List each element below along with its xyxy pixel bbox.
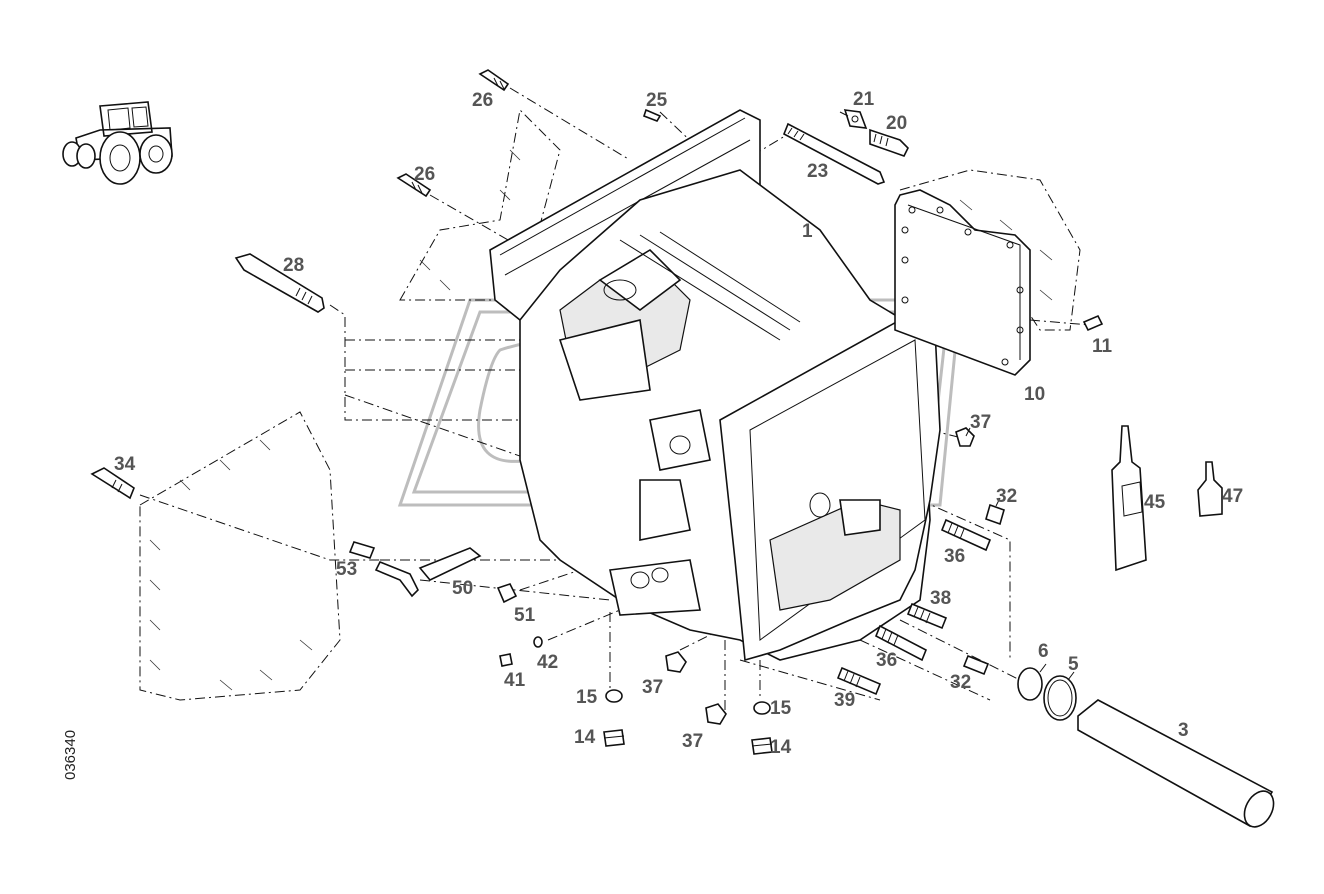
label-26-top: 26 (472, 90, 493, 111)
label-21: 21 (853, 89, 875, 110)
label-37-lower: 37 (682, 731, 703, 752)
label-11: 11 (1092, 336, 1113, 357)
plug-14-left (603, 729, 625, 747)
label-15-left: 15 (576, 687, 598, 708)
leader-lines (839, 111, 1075, 681)
label-36-upper: 36 (944, 546, 965, 567)
adapter-53 (348, 541, 376, 559)
label-38: 38 (930, 588, 951, 609)
bottle-47 (1197, 461, 1223, 517)
label-34: 34 (114, 454, 136, 475)
sensor-50 (374, 547, 482, 598)
label-47: 47 (1222, 486, 1243, 507)
sealant-tube-45 (1111, 425, 1147, 572)
stud-36-upper (940, 518, 992, 552)
label-20: 20 (886, 113, 907, 134)
label-26-mid: 26 (414, 164, 435, 185)
label-50: 50 (452, 578, 473, 599)
label-25: 25 (646, 90, 668, 111)
label-45: 45 (1144, 492, 1166, 513)
label-32-upper: 32 (996, 486, 1017, 507)
bolt-26-top (478, 69, 510, 92)
label-6: 6 (1038, 641, 1049, 662)
dowel-32-lower (962, 654, 990, 676)
stud-39 (836, 666, 882, 696)
label-32-lower: 32 (950, 672, 971, 693)
bolt-34 (90, 467, 135, 500)
bolt-20 (869, 128, 909, 157)
seal-ring-15-left (605, 689, 623, 703)
label-53: 53 (336, 559, 357, 580)
seal-ring-15-right (753, 701, 771, 715)
tractor-icon (62, 101, 173, 185)
nut-37-right (955, 427, 975, 447)
plug-14-right (751, 737, 773, 755)
label-1: 1 (802, 221, 813, 242)
transmission-housing (489, 109, 941, 662)
label-39: 39 (834, 690, 855, 711)
nut-37-mid (665, 651, 687, 673)
label-3: 3 (1178, 720, 1189, 741)
label-5: 5 (1068, 654, 1079, 675)
label-41: 41 (504, 670, 526, 691)
stud-38 (906, 602, 948, 630)
plug-51 (496, 583, 518, 604)
bolt-26-mid (396, 173, 432, 198)
label-10: 10 (1024, 384, 1045, 405)
ghost-cover-left (139, 411, 341, 701)
pin-25 (642, 108, 662, 122)
label-51: 51 (514, 605, 536, 626)
label-23: 23 (807, 161, 828, 182)
washer-21 (843, 109, 868, 129)
label-14-right: 14 (770, 737, 792, 758)
drawing-number: 036340 (62, 730, 79, 780)
label-28: 28 (283, 255, 304, 276)
bolt-11 (1082, 314, 1104, 332)
plug-41 (499, 653, 513, 667)
part-labels: 26 25 21 20 23 26 1 28 11 10 37 34 32 45… (114, 89, 1243, 758)
side-cover (894, 189, 1031, 376)
label-14-left: 14 (574, 727, 596, 748)
o-ring-5 (1043, 675, 1077, 721)
label-15-right: 15 (770, 698, 792, 719)
seal-ring-42 (533, 636, 543, 648)
label-37-mid: 37 (642, 677, 663, 698)
ghost-cover-right (899, 169, 1081, 331)
label-37-right: 37 (970, 412, 991, 433)
stud-36-lower (874, 624, 928, 662)
bolt-28 (234, 253, 325, 313)
dowel-32-upper (985, 503, 1005, 526)
stud-23 (782, 122, 886, 185)
label-36-lower: 36 (876, 650, 897, 671)
nut-37-lower (705, 703, 727, 725)
ring-6 (1017, 667, 1043, 701)
label-42: 42 (537, 652, 558, 673)
tube-3 (1077, 699, 1275, 828)
